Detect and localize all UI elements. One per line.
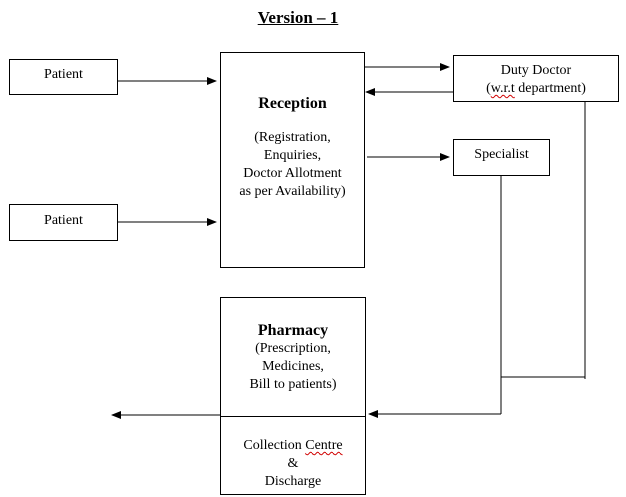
specialist-box: Specialist — [453, 139, 550, 176]
reception-heading: Reception — [258, 95, 327, 112]
duty-doctor-title: Duty Doctor — [500, 63, 572, 78]
pharmacy-heading: Pharmacy — [257, 322, 329, 339]
pharmacy-line: Medicines, — [262, 359, 324, 374]
patient-label-bottom: Patient — [44, 213, 83, 228]
pharmacy-line: Bill to patients) — [249, 377, 337, 392]
duty-doctor-subtitle: (w.r.t department) — [486, 81, 586, 96]
diagram-title: Version – 1 — [257, 8, 339, 27]
reception-line: Doctor Allotment — [243, 166, 342, 181]
collection-title: Collection Centre — [243, 438, 343, 453]
specialist-label: Specialist — [474, 147, 529, 162]
patient-label-top: Patient — [44, 67, 83, 82]
patient-box-top: Patient — [9, 59, 118, 95]
pharmacy-box: Pharmacy (Prescription, Medicines, Bill … — [220, 297, 366, 495]
pharmacy-divider — [221, 416, 365, 417]
collection-amp: & — [287, 456, 299, 471]
duty-doctor-box: Duty Doctor (w.r.t department) — [453, 55, 619, 102]
reception-box: Reception (Registration, Enquiries, Doct… — [220, 52, 365, 268]
pharmacy-section: Pharmacy (Prescription, Medicines, Bill … — [221, 298, 365, 416]
reception-line: as per Availability) — [239, 184, 346, 199]
collection-section: Collection Centre & Discharge — [221, 417, 365, 491]
pharmacy-line: (Prescription, — [255, 341, 331, 356]
reception-line: (Registration, — [254, 130, 331, 145]
patient-box-bottom: Patient — [9, 204, 118, 241]
reception-line: Enquiries, — [263, 148, 322, 163]
collection-discharge: Discharge — [264, 474, 322, 489]
